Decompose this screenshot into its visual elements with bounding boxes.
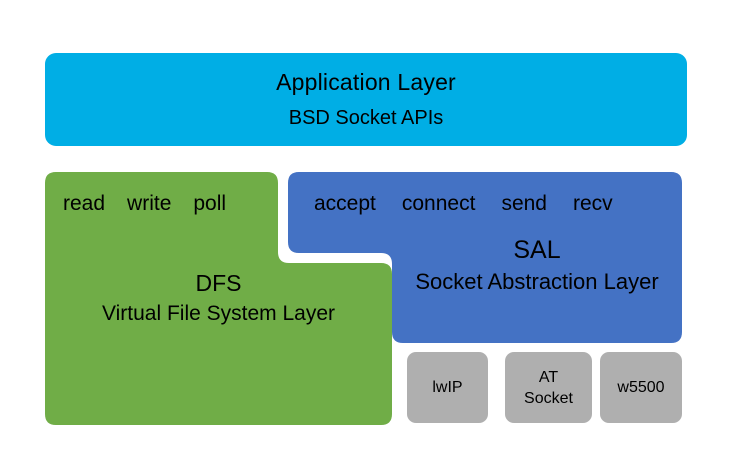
sal-abbreviation: SAL	[513, 236, 561, 264]
driver-box-at-socket[interactable]: AT Socket	[505, 352, 592, 423]
sal-operation-recv: recv	[572, 192, 613, 215]
dfs-operation-write: write	[127, 192, 172, 215]
dfs-operations-list: read write poll	[63, 191, 283, 217]
driver-box-w5500[interactable]: w5500	[600, 352, 682, 423]
sal-operation-accept: accept	[314, 192, 376, 215]
dfs-operation-read: read	[63, 192, 106, 215]
dfs-layer-label: DFS Virtual File System Layer	[45, 268, 392, 328]
dfs-operation-poll: poll	[193, 192, 227, 215]
driver-label-at-line2: Socket	[524, 389, 573, 407]
driver-box-lwip[interactable]: lwIP	[407, 352, 488, 423]
driver-label-w5500: w5500	[617, 379, 665, 396]
sal-operation-send: send	[501, 192, 547, 215]
sal-layer-shape	[288, 172, 682, 343]
sal-operation-connect: connect	[401, 192, 476, 215]
application-layer-title: Application Layer	[276, 69, 456, 95]
sal-layer-box[interactable]: accept connect send recv SAL Socket Abst…	[288, 172, 682, 343]
sal-full-name: Socket Abstraction Layer	[415, 269, 659, 294]
dfs-layer-shape	[45, 172, 392, 425]
driver-label-at-line1: AT	[538, 368, 559, 386]
dfs-layer-box[interactable]: read write poll DFS Virtual File System …	[45, 172, 392, 425]
application-layer-box[interactable]: Application Layer BSD Socket APIs	[45, 53, 687, 146]
driver-label-lwip: lwIP	[432, 379, 463, 396]
sal-layer-label: SAL Socket Abstraction Layer	[392, 234, 682, 297]
application-layer-subtitle: BSD Socket APIs	[288, 107, 444, 129]
dfs-full-name: Virtual File System Layer	[101, 302, 336, 325]
dfs-abbreviation: DFS	[195, 270, 242, 296]
sal-operations-list: accept connect send recv	[314, 191, 613, 217]
